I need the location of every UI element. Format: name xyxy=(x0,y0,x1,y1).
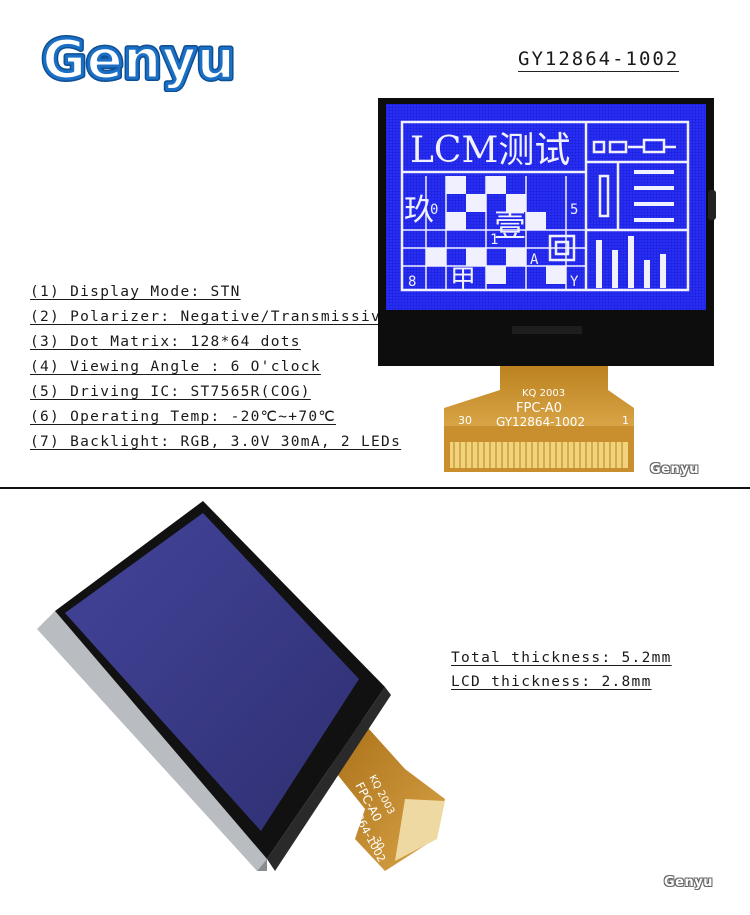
lcd-screen-angled xyxy=(65,513,359,831)
thickness-section: KQ 2003 FPC-A0 GY12864-1002 30 Total thi… xyxy=(0,489,750,915)
side-tab xyxy=(708,190,716,220)
screen-test-pattern xyxy=(400,120,690,292)
spec-list: (1) Display Mode: STN (2) Polarizer: Neg… xyxy=(30,283,401,458)
logo-text: Genyu xyxy=(42,28,235,91)
screen-letter-y: Y xyxy=(570,274,579,290)
screen-char-1: 玖 xyxy=(404,193,434,228)
screen-digit-1: 1 xyxy=(490,232,498,248)
logo-text-outline: Genyu xyxy=(42,28,235,91)
screen-letter-a: A xyxy=(530,252,539,268)
lcd-module-angled-image: KQ 2003 FPC-A0 GY12864-1002 30 xyxy=(37,501,445,871)
watermark-bottom: Genyu xyxy=(664,875,713,890)
screen-char-3: 甲 xyxy=(450,265,476,295)
screen-digit-0: 0 xyxy=(430,202,438,218)
fpc-label-kq: KQ 2003 xyxy=(522,388,565,399)
screen-digit-5: 5 xyxy=(570,202,578,218)
brand-logo: Genyu Genyu xyxy=(39,26,238,92)
metal-frame-left xyxy=(37,611,267,871)
gold-pins xyxy=(450,442,628,468)
pin-label-1: 1 xyxy=(622,414,629,427)
pin-lines xyxy=(453,442,623,468)
screen-grid-lines xyxy=(402,176,586,290)
fpc-label-fpc: FPC-A0 xyxy=(516,401,562,416)
screen-digit-8: 8 xyxy=(408,274,416,290)
lcd-thickness: LCD thickness: 2.8mm xyxy=(451,674,652,690)
fpc-cable xyxy=(444,360,634,428)
spec-driving-ic: (5) Driving IC: ST7565R(COG) xyxy=(30,384,311,400)
watermark-top: Genyu xyxy=(650,462,699,477)
screen-checkers xyxy=(426,170,674,288)
model-number: GY12864-1002 xyxy=(518,48,680,72)
section-divider xyxy=(0,487,750,489)
gold-pins-angled xyxy=(395,799,445,861)
pin-label-30: 30 xyxy=(458,414,472,427)
metal-frame-corner xyxy=(257,859,267,871)
spec-dot-matrix: (3) Dot Matrix: 128*64 dots xyxy=(30,334,301,350)
total-thickness: Total thickness: 5.2mm xyxy=(451,650,672,666)
screen-title-text: LCM测试 xyxy=(410,130,570,171)
bezel-notch xyxy=(512,326,582,334)
lcd-module-front-image: KQ 2003 FPC-A0 GY12864-1002 30 1 xyxy=(378,98,716,472)
spec-polarizer: (2) Polarizer: Negative/Transmissive xyxy=(30,309,392,325)
screen-char-2: 壹 xyxy=(494,206,526,244)
thickness-list: Total thickness: 5.2mm LCD thickness: 2.… xyxy=(451,649,672,697)
fpc-angled-pin: 30 xyxy=(370,835,386,851)
bezel-side xyxy=(267,687,391,871)
spec-backlight: (7) Backlight: RGB, 3.0V 30mA, 2 LEDs xyxy=(30,434,402,450)
spec-viewing-angle: (4) Viewing Angle : 6 O'clock xyxy=(30,359,321,375)
fpc-label-model: GY12864-1002 xyxy=(496,415,585,429)
product-overview-section: Genyu Genyu GY12864-1002 (1) Display Mod… xyxy=(30,26,716,477)
spec-operating-temp: (6) Operating Temp: -20℃~+70℃ xyxy=(30,409,336,425)
spec-display-mode: (1) Display Mode: STN xyxy=(30,284,241,300)
